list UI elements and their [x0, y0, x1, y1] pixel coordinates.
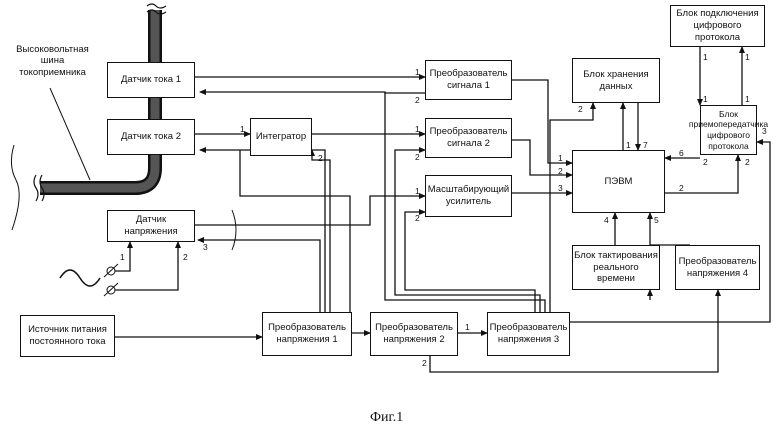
port-label: 2	[679, 183, 684, 193]
port-label: 1	[626, 140, 631, 150]
port-label: 1	[415, 186, 420, 196]
port-label: 2	[183, 252, 188, 262]
signal-converter-1-block: Преобразователь сигнала 1	[425, 60, 512, 100]
port-label: 6	[679, 148, 684, 158]
port-label: 1	[558, 153, 563, 163]
integrator-block: Интегратор	[250, 118, 312, 156]
bus-label: Высоковольтная шина токоприемника	[5, 44, 100, 78]
current-sensor-1-block: Датчик тока 1	[107, 62, 195, 98]
port-label: 1	[465, 322, 470, 332]
port-label: 5	[654, 215, 659, 225]
port-label: 2	[703, 157, 708, 167]
port-label: 4	[604, 215, 609, 225]
port-label: 2	[415, 213, 420, 223]
voltage-converter-2-block: Преобразователь напряжения 2	[370, 312, 458, 356]
port-label: 2	[318, 153, 323, 163]
power-source-block: Источник питания постоянного тока	[20, 315, 115, 357]
voltage-sensor-block: Датчик напряжения	[107, 210, 195, 242]
bus-leader-line	[50, 88, 90, 180]
real-time-clock-block: Блок тактирования реального времени	[572, 245, 660, 290]
voltage-converter-4-block: Преобразователь напряжения 4	[675, 245, 760, 290]
port-label: 2	[422, 358, 427, 368]
current-sensor-2-block: Датчик тока 2	[107, 119, 195, 155]
port-label: 2	[415, 95, 420, 105]
port-label: 3	[558, 183, 563, 193]
data-storage-block: Блок хранения данных	[572, 58, 660, 103]
pc-block: ПЭВМ	[572, 150, 665, 213]
voltage-converter-3-block: Преобразователь напряжения 3	[487, 312, 570, 356]
port-label: 2	[578, 104, 583, 114]
port-label: 1	[745, 52, 750, 62]
port-label: 7	[643, 140, 648, 150]
port-label: 1	[703, 94, 708, 104]
port-label: 1	[240, 124, 245, 134]
port-label: 3	[203, 242, 208, 252]
port-label: 1	[703, 52, 708, 62]
transceiver-block: Блок приемопередатчика цифрового протоко…	[700, 105, 757, 155]
port-label: 3	[762, 126, 767, 136]
port-label: 1	[415, 67, 420, 77]
voltage-converter-1-block: Преобразователь напряжения 1	[262, 312, 352, 356]
signal-converter-2-block: Преобразователь сигнала 2	[425, 118, 512, 158]
port-label: 2	[415, 152, 420, 162]
figure-caption: Фиг.1	[370, 410, 403, 426]
port-label: 1	[120, 252, 125, 262]
scaling-amplifier-block: Масштабирующий усилитель	[425, 175, 512, 217]
port-label: 1	[415, 124, 420, 134]
port-label: 2	[745, 157, 750, 167]
port-label: 2	[558, 166, 563, 176]
port-label: 1	[745, 94, 750, 104]
ac-source-symbol	[60, 264, 118, 296]
digital-protocol-connect-block: Блок подключения цифрового протокола	[670, 5, 765, 47]
